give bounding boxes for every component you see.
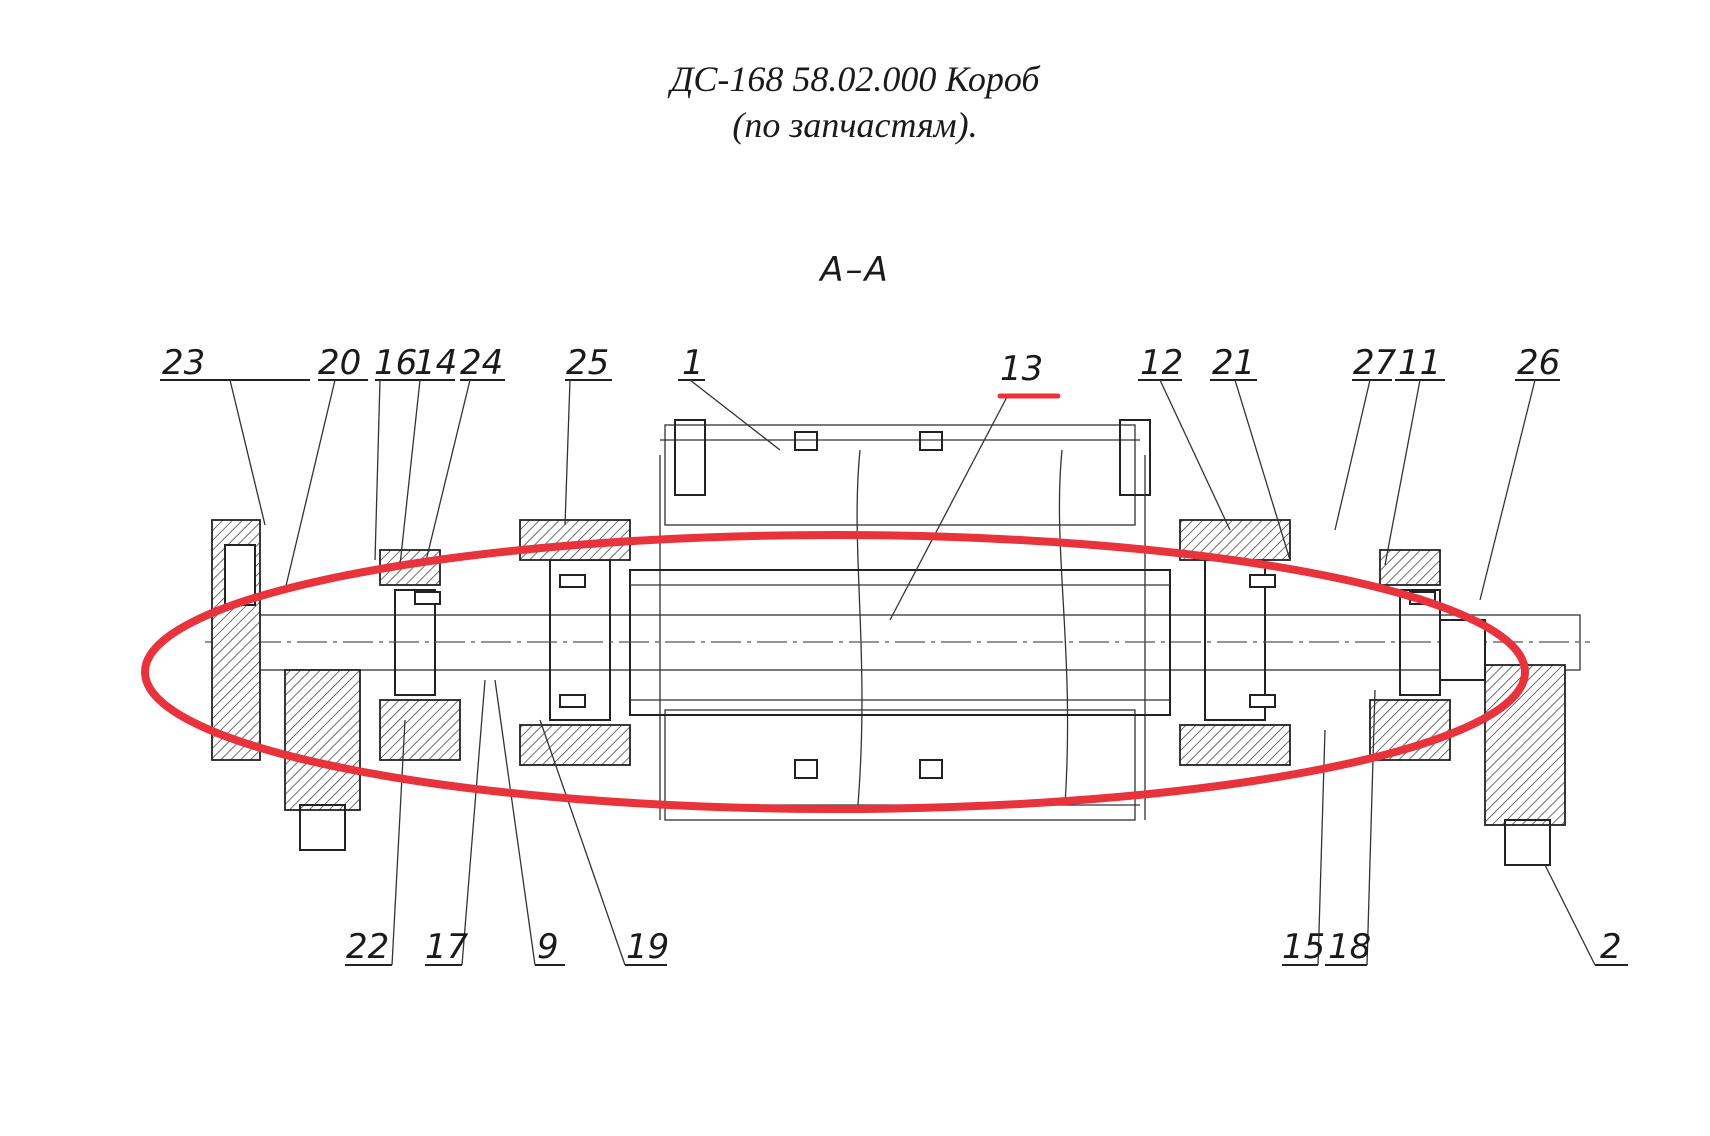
callout-2: 2 bbox=[1600, 927, 1622, 967]
callout-16: 16 bbox=[374, 343, 417, 383]
callout-27: 27 bbox=[1353, 343, 1397, 383]
callout-13: 13 bbox=[1000, 349, 1043, 389]
section-label: А–А bbox=[820, 250, 890, 290]
callout-19: 19 bbox=[626, 927, 669, 967]
pulley-left bbox=[211, 519, 361, 851]
callout-22: 22 bbox=[346, 927, 389, 967]
callout-26: 26 bbox=[1517, 343, 1560, 383]
shaft-assembly bbox=[205, 559, 1590, 721]
callout-labels: 23 20 16 14 24 25 1 13 12 21 27 11 26 22… bbox=[162, 343, 1622, 967]
callout-21: 21 bbox=[1212, 343, 1255, 383]
callout-20: 20 bbox=[318, 343, 361, 383]
callout-15: 15 bbox=[1282, 927, 1325, 967]
callout-11: 11 bbox=[1398, 343, 1441, 383]
callout-12: 12 bbox=[1140, 343, 1183, 383]
callout-23: 23 bbox=[162, 343, 205, 383]
leader-lines bbox=[160, 379, 1628, 966]
callout-24: 24 bbox=[460, 343, 503, 383]
highlight-ellipse bbox=[141, 531, 1529, 813]
callout-18: 18 bbox=[1328, 927, 1371, 967]
callout-17: 17 bbox=[425, 927, 469, 967]
drawing-subtitle: (по запчастям). bbox=[732, 105, 978, 145]
callout-9: 9 bbox=[537, 927, 559, 967]
housing-frame bbox=[659, 419, 1151, 821]
callout-1: 1 bbox=[682, 343, 704, 383]
callout-25-top: 25 bbox=[566, 343, 609, 383]
callout-14: 14 bbox=[414, 343, 457, 383]
wheel-right bbox=[1439, 619, 1566, 866]
drawing-title: ДС-168 58.02.000 Короб bbox=[670, 59, 1040, 99]
